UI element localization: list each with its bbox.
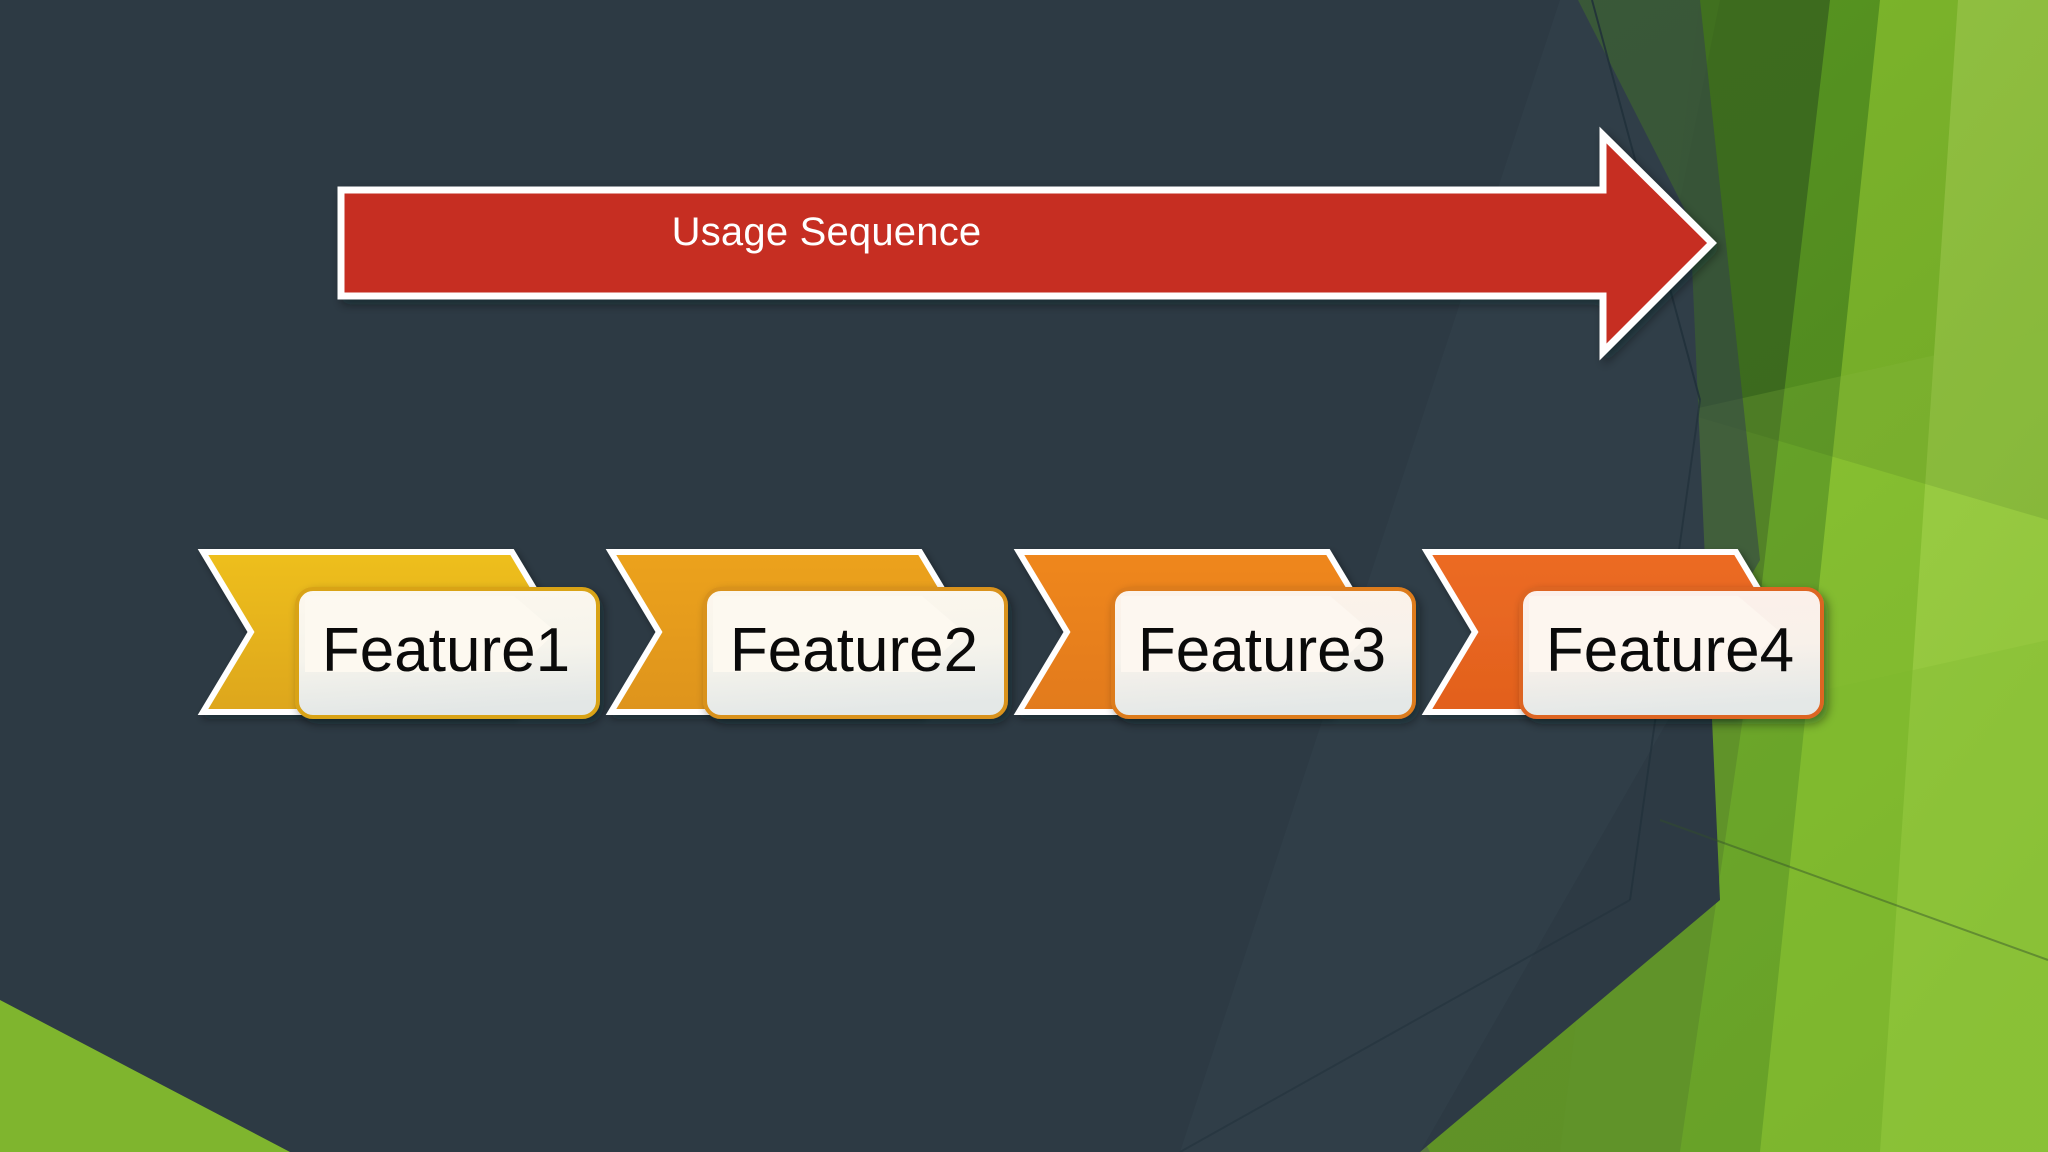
feature-step-3[interactable] [1013,549,1416,719]
hairline-c [1179,899,1631,1152]
green-polygon-overlay-c [1640,0,2048,520]
usage-sequence-arrow[interactable] [337,126,1717,361]
green-polygon-pale [1880,0,2048,1152]
feature-step-4[interactable] [1421,549,1824,719]
hairline-d [1659,819,2048,961]
feature-card-4-highlight [1529,596,1780,672]
feature-step-1[interactable] [197,549,600,719]
usage-sequence-arrow-shape [337,126,1717,361]
feature-card-2-highlight [713,596,964,672]
feature-card-3-highlight [1121,596,1372,672]
feature-step-2[interactable] [605,549,1008,719]
green-corner-triangle [0,1000,290,1152]
feature-card-1-highlight [305,596,556,672]
